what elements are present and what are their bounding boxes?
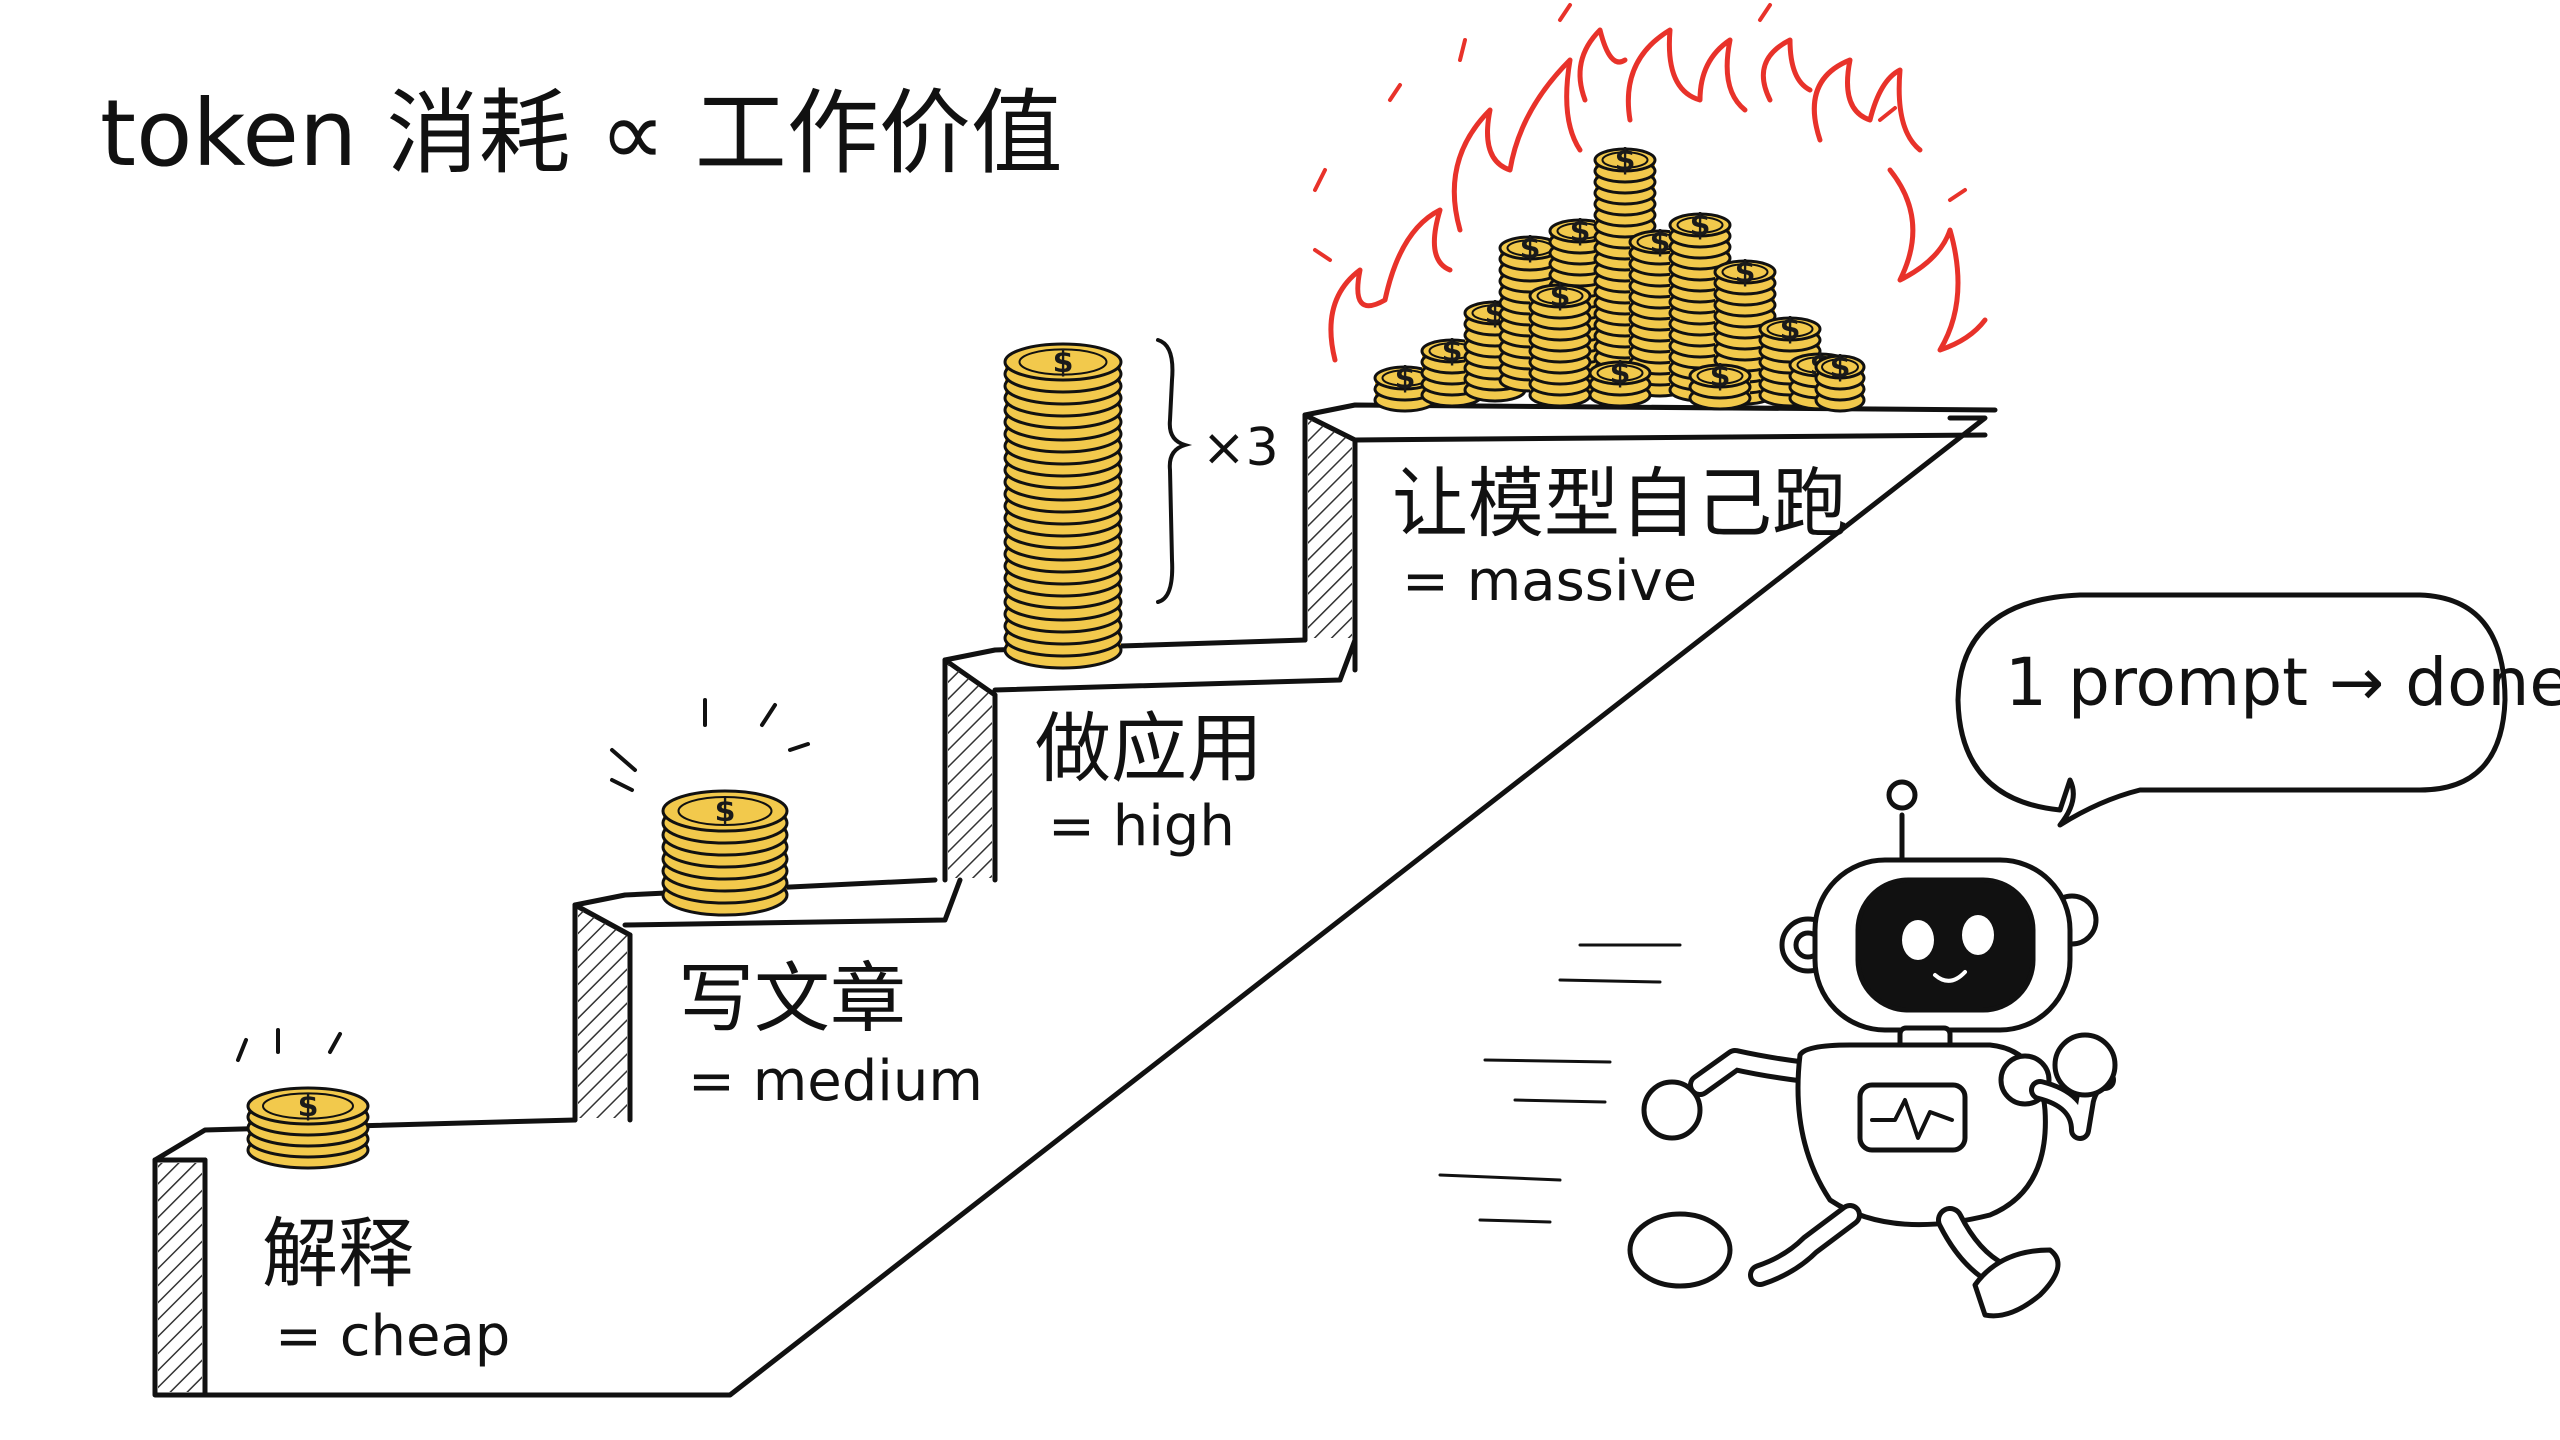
speed-lines bbox=[1438, 943, 1682, 1224]
robot-back-foot bbox=[1627, 1211, 1733, 1289]
step-1-label: 解释 bbox=[262, 1209, 414, 1298]
flame bbox=[1760, 37, 1813, 103]
antenna-icon bbox=[1886, 779, 1918, 811]
dollar-icon: $ bbox=[1610, 356, 1631, 391]
coin-stack-medium: $ bbox=[661, 789, 789, 917]
step-1-value: = cheap bbox=[275, 1304, 510, 1369]
coin-stack: $ bbox=[661, 789, 789, 917]
dollar-icon: $ bbox=[1735, 255, 1756, 290]
flame bbox=[1451, 57, 1583, 233]
step-3-label: 做应用 bbox=[1035, 704, 1263, 793]
spark bbox=[1878, 106, 1897, 122]
step-4-value: = massive bbox=[1402, 549, 1697, 614]
step-2-label: 写文章 bbox=[678, 954, 906, 1043]
dollar-icon: $ bbox=[1830, 350, 1851, 385]
step-4-label: 让模型自己跑 bbox=[1392, 459, 1848, 548]
coin-stack: $ bbox=[1373, 361, 1437, 413]
step-2-value: = medium bbox=[688, 1049, 983, 1114]
shine-marks bbox=[236, 698, 810, 1062]
speech-bubble: 1 prompt → done bbox=[1955, 592, 2560, 828]
dollar-icon: $ bbox=[1690, 208, 1711, 243]
spark bbox=[1458, 38, 1467, 62]
dollar-icon: $ bbox=[1710, 359, 1731, 394]
dollar-icon: $ bbox=[1395, 361, 1416, 396]
speech-text: 1 prompt → done bbox=[2005, 644, 2560, 721]
multiplier-brace: ×3 bbox=[1156, 338, 1279, 604]
dollar-icon: $ bbox=[1615, 143, 1636, 178]
spark bbox=[1388, 83, 1402, 102]
spark bbox=[1313, 168, 1327, 192]
coin-pile-massive: $$$$$$$$$$$$$$$ bbox=[1373, 143, 1866, 413]
fire-flames bbox=[1313, 3, 1988, 363]
robot-fist bbox=[2052, 1032, 2118, 1098]
robot-face bbox=[1855, 877, 2036, 1013]
flame bbox=[1577, 27, 1628, 103]
dollar-icon: $ bbox=[1650, 225, 1671, 260]
staircase bbox=[152, 402, 1998, 1398]
step-labels: 解释 = cheap 写文章 = medium 做应用 = high 让模型自己… bbox=[262, 459, 1848, 1369]
robot bbox=[1438, 779, 2118, 1319]
coin-stack-small: $ bbox=[246, 1086, 370, 1170]
flame bbox=[1625, 27, 1748, 123]
coin-stack: $ bbox=[246, 1086, 370, 1170]
coin-stack: $ bbox=[1003, 342, 1123, 670]
robot-back-hand bbox=[1641, 1079, 1703, 1141]
dollar-icon: $ bbox=[715, 794, 736, 829]
spark bbox=[1758, 3, 1772, 22]
coin-stack: $ bbox=[1688, 359, 1752, 411]
dollar-icon: $ bbox=[298, 1089, 319, 1124]
dollar-icon: $ bbox=[1570, 214, 1591, 249]
coin-stack: $ bbox=[1588, 356, 1652, 408]
spark bbox=[1313, 248, 1332, 262]
robot-front-foot bbox=[1972, 1247, 2061, 1319]
coin-stack: $ bbox=[1814, 350, 1866, 413]
dollar-icon: $ bbox=[1520, 231, 1541, 266]
spark bbox=[1948, 188, 1967, 202]
coin-stack-tall: $ bbox=[1003, 342, 1123, 670]
dollar-icon: $ bbox=[1442, 334, 1463, 369]
flame bbox=[1811, 57, 1923, 153]
multiplier-label: ×3 bbox=[1202, 418, 1279, 478]
spark bbox=[1558, 3, 1572, 22]
page-title: token 消耗 ∝ 工作价值 bbox=[100, 80, 1063, 187]
riser-hatching bbox=[158, 418, 1352, 1392]
dollar-icon: $ bbox=[1780, 312, 1801, 347]
coin-stack: $ bbox=[1528, 279, 1592, 408]
dollar-icon: $ bbox=[1550, 279, 1571, 314]
step-3-value: = high bbox=[1048, 794, 1235, 859]
dollar-icon: $ bbox=[1053, 345, 1074, 380]
flame bbox=[1328, 207, 1453, 363]
flame bbox=[1887, 167, 1988, 353]
